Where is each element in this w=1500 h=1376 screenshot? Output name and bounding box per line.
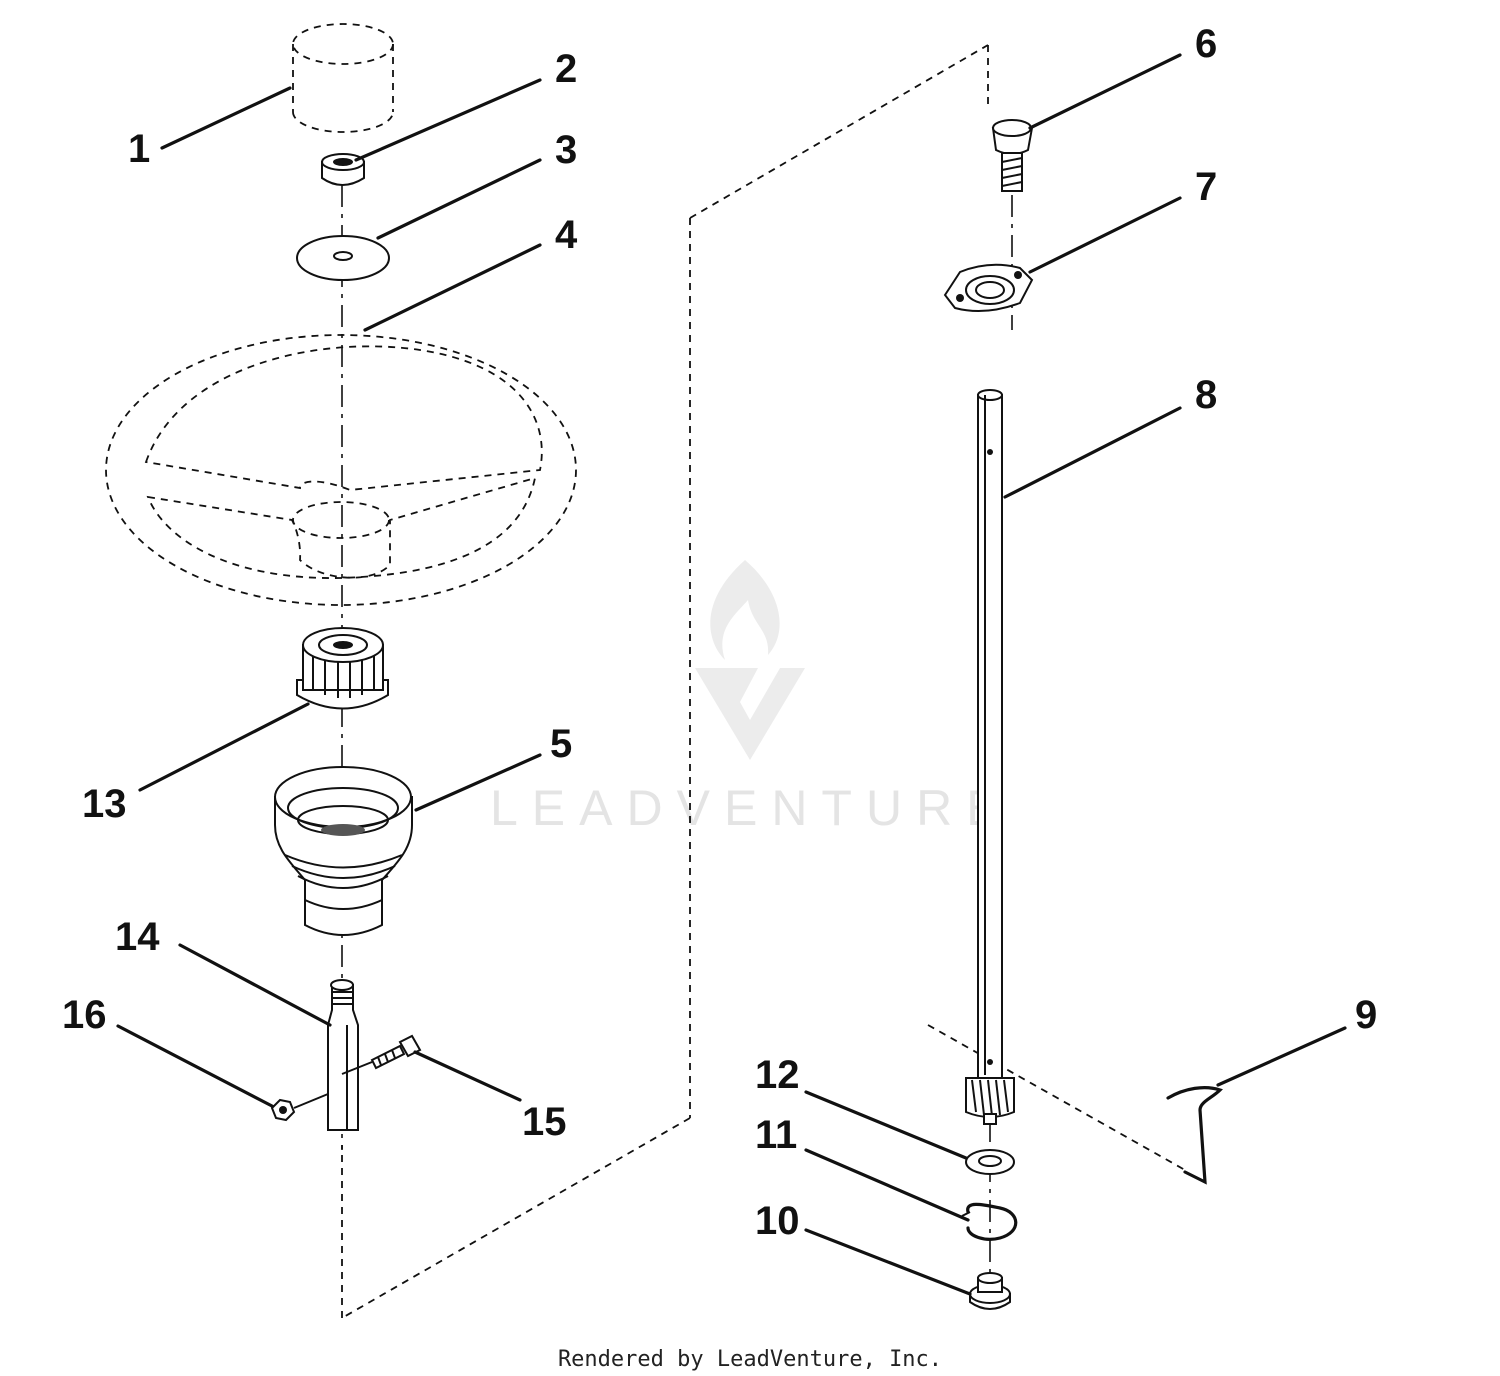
callout-2: 2 <box>555 47 577 91</box>
watermark: LEADVENTURE <box>490 560 1014 836</box>
steering-shaft <box>965 389 1015 1125</box>
callout-12: 12 <box>755 1053 800 1097</box>
flat-washer <box>296 235 390 281</box>
watermark-text: LEADVENTURE <box>490 780 1014 836</box>
callout-14: 14 <box>115 915 160 959</box>
leader-lines <box>116 53 1347 1296</box>
steering-cap <box>292 23 394 133</box>
frame-bracket <box>1166 1086 1223 1185</box>
steering-wheel <box>105 334 577 606</box>
callouts: 1 2 3 4 5 6 7 8 9 10 11 12 13 14 15 16 <box>62 22 1377 1243</box>
hex-bolt <box>341 1034 422 1075</box>
shaft-washer <box>965 1149 1015 1175</box>
callout-7: 7 <box>1195 165 1217 209</box>
frame-outline <box>341 44 1186 1319</box>
callout-3: 3 <box>555 128 577 172</box>
callout-16: 16 <box>62 993 107 1037</box>
callout-4: 4 <box>555 213 578 257</box>
leadventure-logo-icon <box>695 560 805 760</box>
callout-8: 8 <box>1195 373 1217 417</box>
hex-nut <box>270 1093 329 1122</box>
callout-5: 5 <box>550 722 572 766</box>
callout-6: 6 <box>1195 22 1217 66</box>
shaft-bushing <box>969 1272 1011 1310</box>
flange-bearing <box>943 263 1034 312</box>
callout-11: 11 <box>755 1113 797 1157</box>
steering-boot <box>274 766 413 936</box>
lock-nut <box>321 153 365 186</box>
steering-adapter <box>327 979 359 1131</box>
cap-screw <box>991 119 1034 192</box>
callout-10: 10 <box>755 1199 800 1243</box>
callout-13: 13 <box>82 782 127 826</box>
render-credit: Rendered by LeadVenture, Inc. <box>558 1347 942 1372</box>
steering-bushing <box>296 627 389 710</box>
retaining-ring <box>961 1202 1018 1241</box>
callout-15: 15 <box>522 1100 567 1144</box>
callout-1: 1 <box>128 127 150 171</box>
callout-9: 9 <box>1355 993 1377 1037</box>
